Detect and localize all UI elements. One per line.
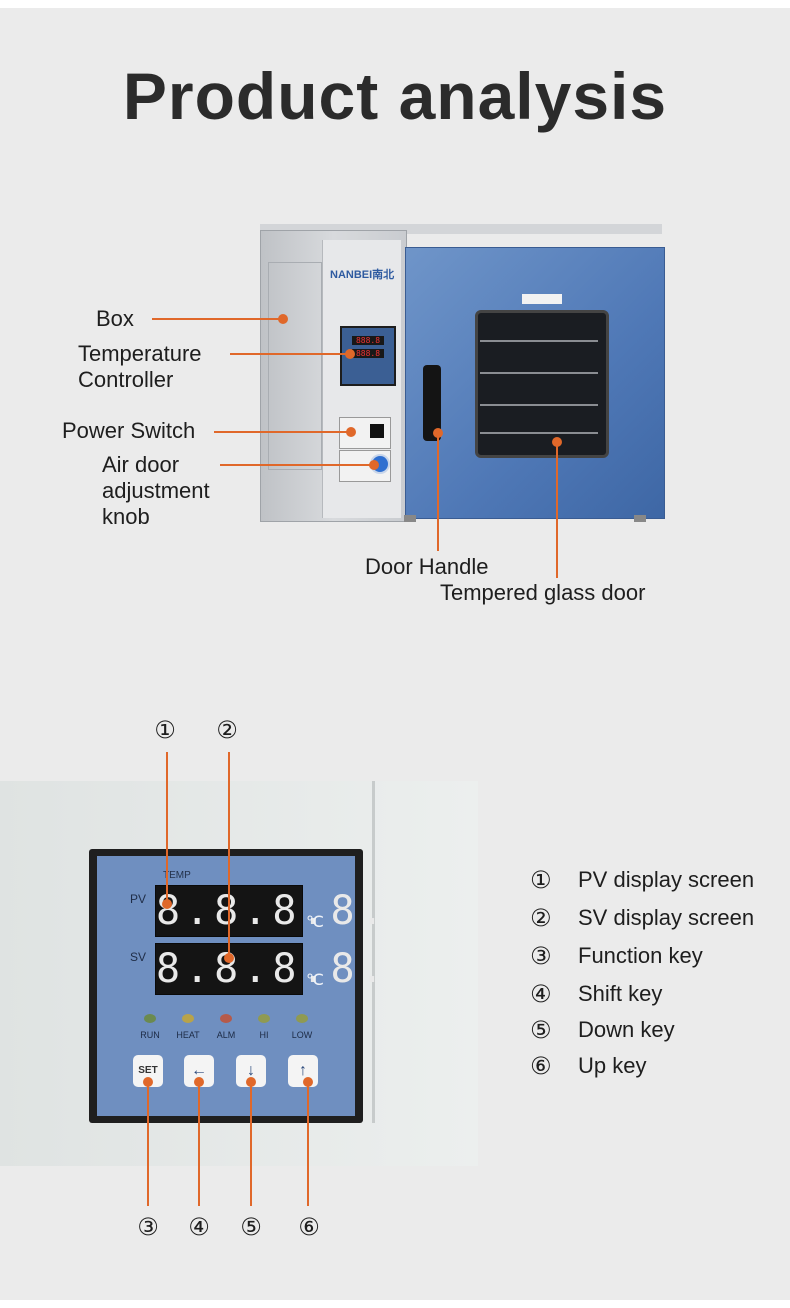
marker-dot [143,1077,153,1087]
callout-dot [369,460,379,470]
marker-4: ④ [188,1213,210,1241]
marker-line [198,1082,200,1206]
callout-air-door-2: adjustment [102,478,210,503]
marker-line [250,1082,252,1206]
callout-dot [346,427,356,437]
marker-dot [224,953,234,963]
oven-mini-pv: 888.8 [352,336,384,345]
oven-rack [480,372,598,374]
callout-dot [433,428,443,438]
callout-dot [552,437,562,447]
oven-foot [404,515,416,522]
callout-line [556,442,558,578]
legend-text: PV display screen [578,867,755,892]
marker-line [307,1082,309,1206]
oven-glass-window [475,310,609,458]
oven-rack [480,404,598,406]
marker-2: ② [216,716,238,744]
sv-unit: ℃ [306,972,324,989]
legend-text: Function key [578,943,703,968]
marker-line [166,752,168,904]
led-run-label: RUN [140,1030,160,1040]
legend-number: ③ [530,942,552,970]
callout-box: Box [96,306,134,331]
oven-mini-sv: 888.8 [352,349,384,358]
pv-display-screen: 8.8.8.8. [155,885,384,937]
callout-line [437,433,439,551]
oven-side-panel [268,262,322,470]
controller-photo-edge [372,781,375,1123]
controller-temp-label: TEMP [163,870,191,881]
oven-top [260,224,662,234]
led-low-label: LOW [291,1030,313,1040]
oven-rack [480,340,598,342]
marker-1: ① [154,716,176,744]
marker-3: ③ [137,1213,159,1241]
legend-text: Up key [578,1053,647,1078]
callout-door-handle: Door Handle [365,554,489,579]
page-title: Product analysis [122,59,668,133]
marker-dot [303,1077,313,1087]
pv-unit: ℃ [306,914,324,931]
legend-number: ① [530,866,552,894]
led-heat-indicator [182,1014,194,1023]
oven-warning-label [522,294,562,304]
legend-number: ② [530,904,552,932]
callout-air-door-1: Air door [102,452,180,477]
oven-brand-logo: NANBEI南北 [330,269,395,281]
led-hi-label: HI [259,1030,269,1040]
callout-line [152,318,284,320]
marker-5: ⑤ [240,1213,262,1241]
marker-dot [162,899,172,909]
legend-number: ⑤ [530,1016,552,1044]
callout-line [230,353,350,355]
controller-sv-label: SV [130,950,147,964]
led-alm-indicator [220,1014,232,1023]
legend-text: Down key [578,1017,675,1042]
callout-air-door-3: knob [102,504,150,529]
marker-line [147,1082,149,1206]
oven-power-switch [370,424,384,438]
marker-dot [194,1077,204,1087]
led-hi-indicator [258,1014,270,1023]
callout-dot [345,349,355,359]
callout-dot [278,314,288,324]
marker-dot [246,1077,256,1087]
callout-line [220,464,374,466]
legend-number: ④ [530,980,552,1008]
callout-power-switch: Power Switch [62,418,196,443]
callout-line [214,431,352,433]
marker-6: ⑥ [298,1213,320,1241]
legend-text: Shift key [578,981,663,1006]
led-run-indicator [144,1014,156,1023]
oven-rack [480,432,598,434]
controller-pv-label: PV [130,892,147,906]
led-alm-label: ALM [216,1030,236,1040]
legend-number: ⑥ [530,1052,552,1080]
oven-door-handle [423,365,441,441]
callout-temperature-1: Temperature [78,341,202,366]
oven-foot [634,515,646,522]
led-low-indicator [296,1014,308,1023]
legend-text: SV display screen [578,905,755,930]
callout-tempered-glass-door: Tempered glass door [440,580,646,605]
led-heat-label: HEAT [176,1030,200,1040]
marker-line [228,752,230,958]
callout-temperature-2: Controller [78,367,174,392]
